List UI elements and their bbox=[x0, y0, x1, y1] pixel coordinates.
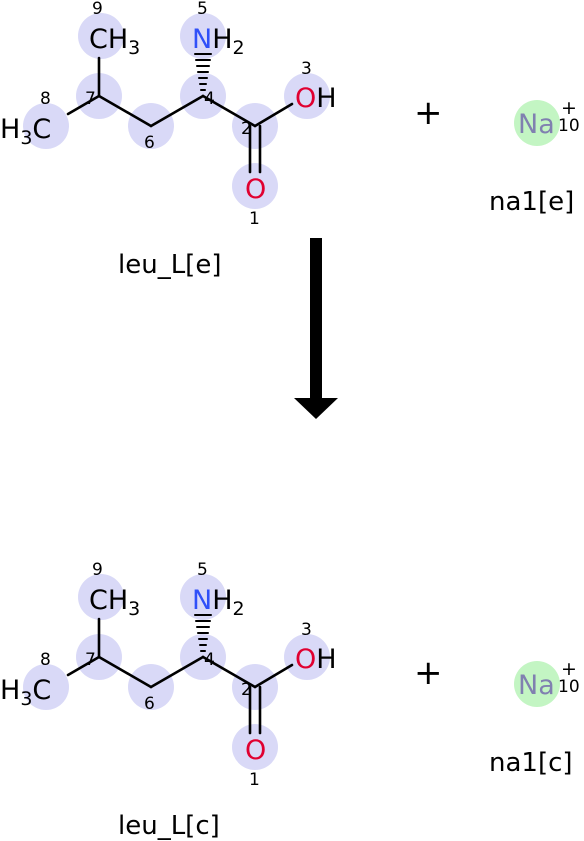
highlight-atom-1 bbox=[232, 724, 278, 770]
atom-ch3-9: CH3 bbox=[89, 24, 140, 59]
bonds bbox=[66, 614, 294, 735]
atom-numbers: 9 5 3 8 7 4 6 2 1 bbox=[40, 0, 312, 229]
bond-8-7 bbox=[66, 655, 101, 677]
atom-oh-3: OH bbox=[295, 644, 337, 675]
atom-number-6: 6 bbox=[144, 694, 155, 714]
atom-o-1: O bbox=[245, 174, 266, 205]
atom-number-3: 3 bbox=[301, 620, 312, 640]
atom-h3c-8: H3C bbox=[0, 114, 51, 149]
atom-number-4: 4 bbox=[204, 650, 215, 670]
sodium-charge: + bbox=[561, 97, 577, 119]
highlight-atom-1 bbox=[232, 163, 278, 209]
atom-number-7: 7 bbox=[85, 89, 96, 109]
atom-number-9: 9 bbox=[92, 560, 103, 580]
atom-oh-3: OH bbox=[295, 83, 337, 114]
bond-2-3 bbox=[253, 102, 294, 128]
atom-labels: CH3 NH2 OH H3C O bbox=[0, 585, 337, 766]
highlight-atom-10 bbox=[514, 100, 560, 146]
atom-number-5: 5 bbox=[197, 0, 208, 19]
product-plus-sign: + bbox=[414, 653, 443, 693]
highlight-atom-8 bbox=[23, 103, 69, 149]
bonds bbox=[66, 53, 294, 174]
atom-na-10: Na bbox=[518, 109, 555, 140]
atom-number-9: 9 bbox=[92, 0, 103, 19]
atom-number-2: 2 bbox=[241, 680, 252, 700]
product-sodium-name: na1[c] bbox=[489, 748, 573, 778]
reaction-arrow bbox=[294, 238, 338, 419]
hashed-wedge-4-5 bbox=[194, 53, 212, 91]
reactant-sodium-name: na1[e] bbox=[489, 187, 574, 217]
sodium-charge: + bbox=[561, 658, 577, 680]
atom-number-4: 4 bbox=[204, 89, 215, 109]
highlight-atom-3 bbox=[284, 634, 330, 680]
atom-numbers: 9 5 3 8 7 4 6 2 1 bbox=[40, 560, 312, 790]
bond-4-2 bbox=[201, 94, 257, 128]
bond-8-7 bbox=[66, 94, 101, 116]
atom-number-10: 10 bbox=[558, 116, 580, 136]
atom-h3c-8: H3C bbox=[0, 675, 51, 710]
highlight-atom-9 bbox=[78, 13, 124, 59]
bond-7-6 bbox=[97, 94, 153, 128]
atom-number-10: 10 bbox=[558, 677, 580, 697]
atom-number-8: 8 bbox=[40, 650, 51, 670]
product-leucine: CH3 NH2 OH H3C O 9 5 3 8 7 4 6 2 1 leu_L… bbox=[0, 560, 337, 841]
bond-6-4 bbox=[149, 94, 205, 128]
atom-ch3-9: CH3 bbox=[89, 585, 140, 620]
reactant-leucine: CH3 NH2 OH H3C O 9 5 3 8 7 4 6 2 1 leu_L… bbox=[0, 0, 337, 280]
product-leucine-name: leu_L[c] bbox=[118, 811, 220, 841]
atom-number-3: 3 bbox=[301, 59, 312, 79]
atom-labels: CH3 NH2 OH H3C O bbox=[0, 24, 337, 205]
atom-number-2: 2 bbox=[241, 119, 252, 139]
atom-nh2-5: NH2 bbox=[192, 24, 245, 59]
highlight-atom-10 bbox=[514, 661, 560, 707]
atom-number-6: 6 bbox=[144, 133, 155, 153]
bond-4-2 bbox=[201, 655, 257, 689]
atom-number-5: 5 bbox=[197, 560, 208, 580]
reactant-sodium: Na + 10 na1[e] bbox=[489, 97, 580, 217]
bond-7-6 bbox=[97, 655, 153, 689]
atom-number-1: 1 bbox=[249, 209, 260, 229]
atom-number-1: 1 bbox=[249, 770, 260, 790]
hashed-wedge-4-5 bbox=[194, 614, 212, 652]
atom-o-1: O bbox=[245, 735, 266, 766]
product-sodium: Na + 10 na1[c] bbox=[489, 658, 580, 778]
highlight-atom-8 bbox=[23, 664, 69, 710]
highlight-atom-5 bbox=[180, 13, 226, 59]
atom-nh2-5: NH2 bbox=[192, 585, 245, 620]
highlight-atom-9 bbox=[78, 574, 124, 620]
atom-number-8: 8 bbox=[40, 89, 51, 109]
atom-number-7: 7 bbox=[85, 650, 96, 670]
reactant-plus-sign: + bbox=[414, 93, 443, 133]
atom-na-10: Na bbox=[518, 670, 555, 701]
bond-6-4 bbox=[149, 655, 205, 689]
reactant-leucine-name: leu_L[e] bbox=[118, 250, 221, 280]
bond-2-3 bbox=[253, 663, 294, 689]
highlight-atom-3 bbox=[284, 73, 330, 119]
highlight-atom-5 bbox=[180, 574, 226, 620]
